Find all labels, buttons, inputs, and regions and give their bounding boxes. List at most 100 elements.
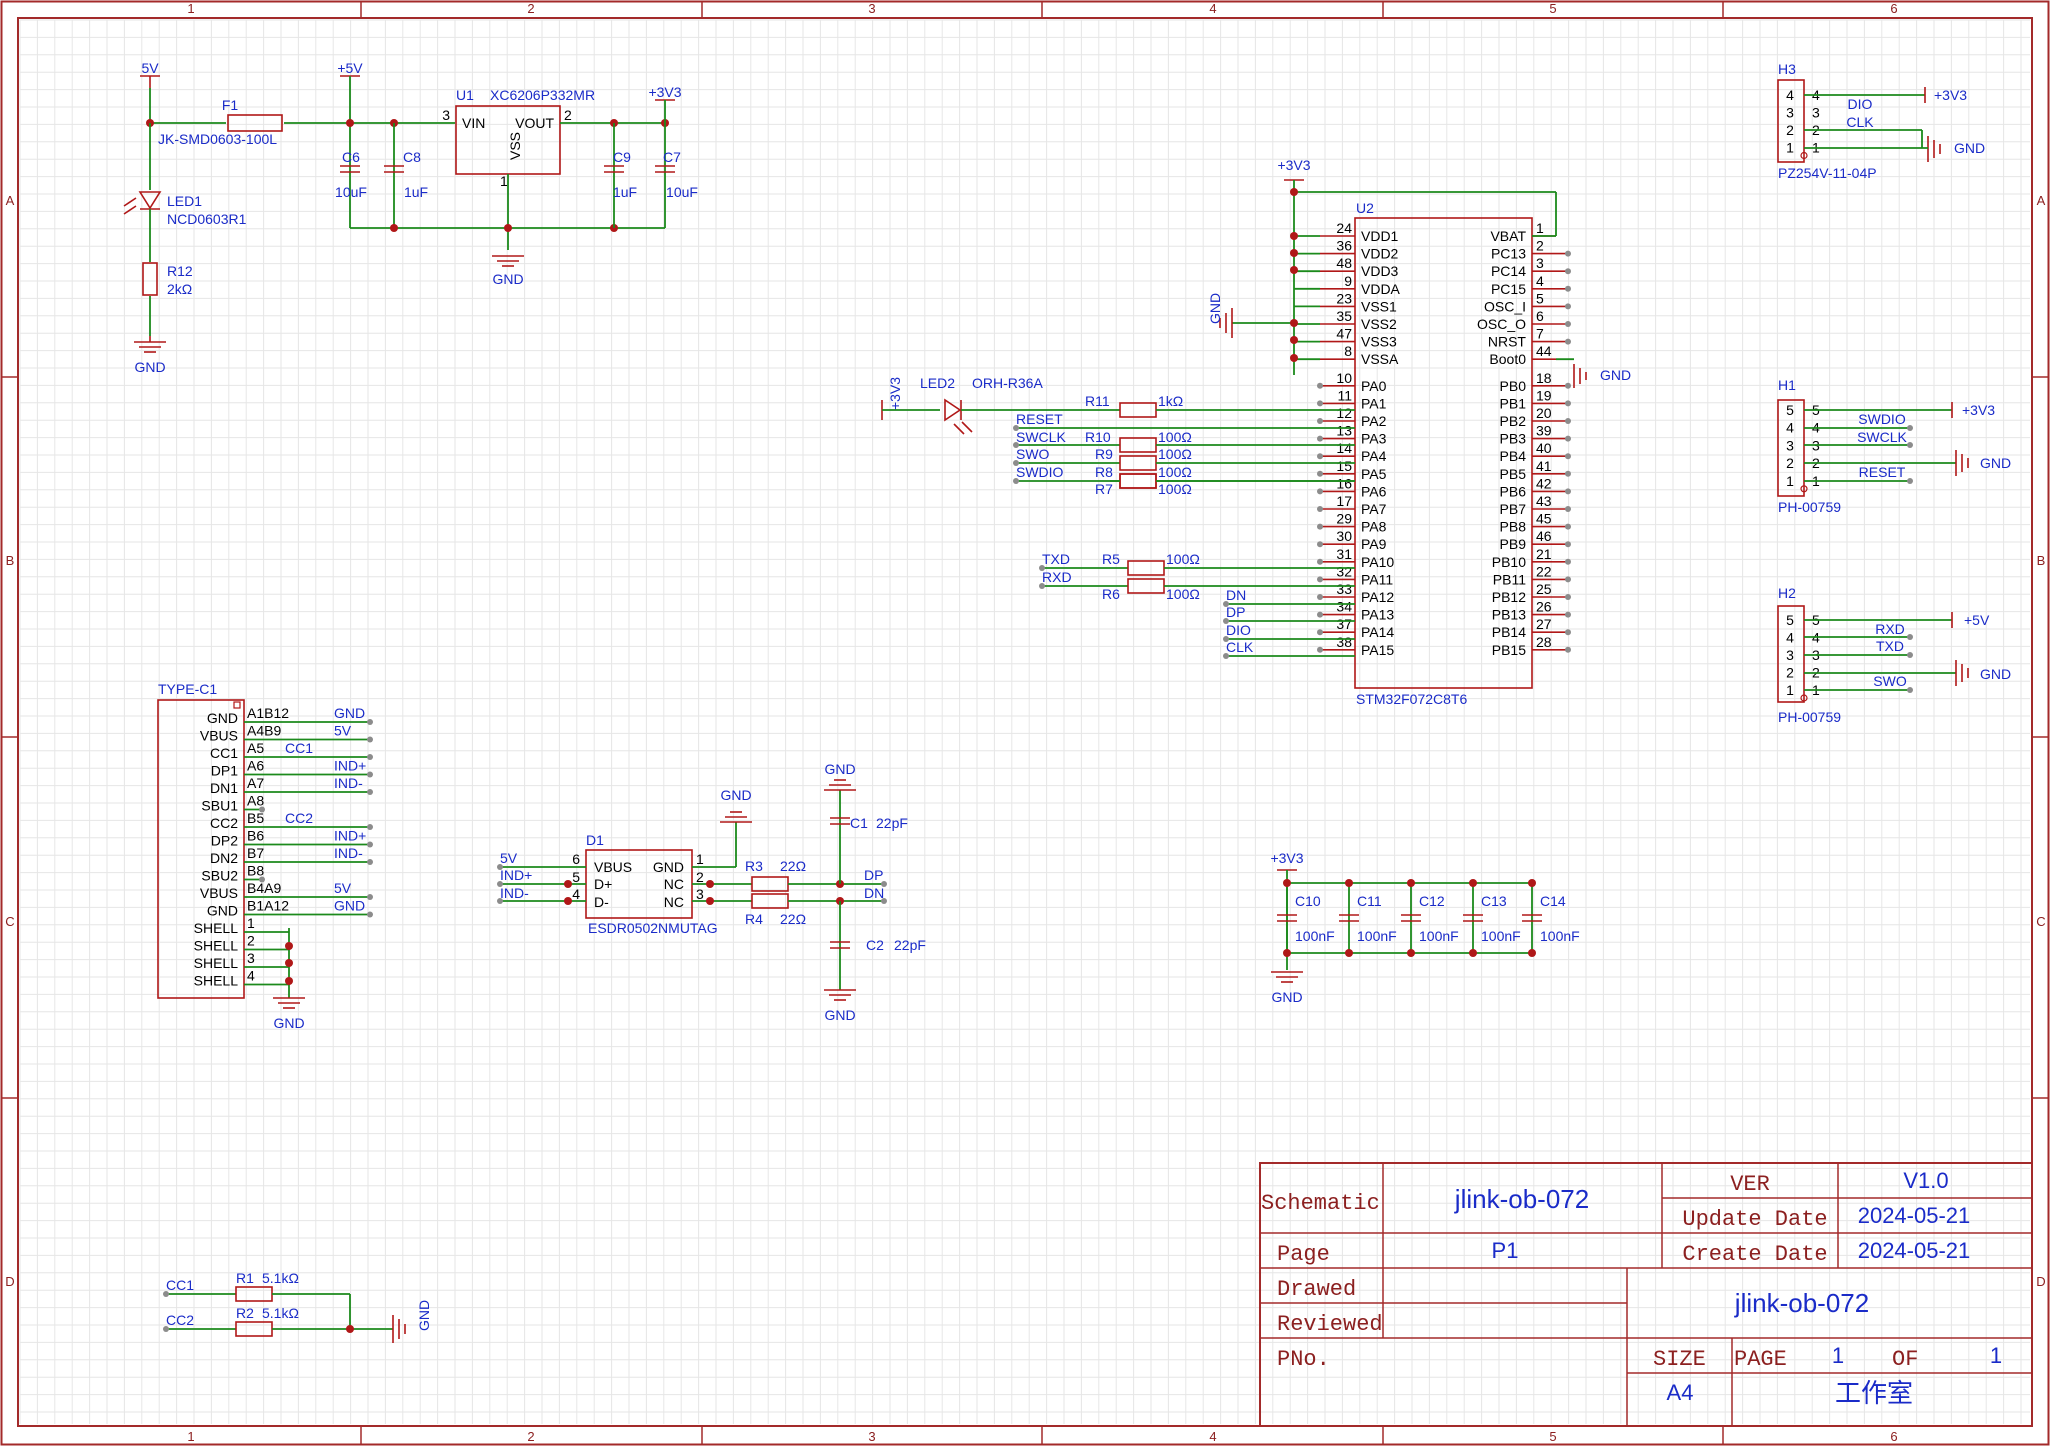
row-label: C [2036, 914, 2045, 929]
net-label: SWO [1873, 673, 1907, 689]
pin-end [367, 736, 373, 743]
row-label: B [2037, 553, 2046, 568]
mcu-pin-number: 16 [1336, 475, 1352, 491]
mcu-pin-number: 4 [1536, 273, 1544, 289]
header-pin-number: 4 [1786, 630, 1794, 646]
mcu-pin-name: VSSA [1361, 351, 1399, 367]
pin-end [367, 859, 373, 865]
pin-end [259, 876, 265, 883]
usb-pin-name: GND [207, 903, 238, 919]
net-label: IND+ [500, 867, 532, 883]
page-of-label: PAGE [1734, 1347, 1787, 1372]
header-pin-number: 4 [1786, 87, 1794, 103]
pin-end [1317, 453, 1323, 460]
power-section: 5V F1 JK-SMD0603-100L LED1 NCD0603R1 R12… [123, 60, 698, 375]
component-value: 10uF [666, 184, 698, 200]
pin-end [1317, 558, 1323, 565]
col-label: 1 [187, 1, 194, 16]
component-ref: C8 [403, 149, 421, 165]
pin-end [367, 824, 373, 830]
mcu-pin-number: 13 [1336, 423, 1352, 439]
gnd-label: GND [492, 271, 523, 287]
net-label: DP [1226, 604, 1245, 620]
pin-end [1565, 303, 1571, 310]
usb-pin-number: 2 [247, 933, 255, 949]
usb-pin-number: B1A12 [247, 898, 289, 914]
fuse [227, 114, 283, 132]
mcu-pin-name: PC14 [1491, 263, 1526, 279]
component-ref: F1 [222, 97, 239, 113]
mcu-pin-number: 48 [1336, 255, 1352, 271]
pin-end [1317, 594, 1323, 600]
component-value: 100Ω [1158, 429, 1192, 445]
mcu-pin-number: 7 [1536, 326, 1544, 342]
component-value: 1uF [404, 184, 428, 200]
mcu-pin-number: 43 [1536, 493, 1552, 509]
mcu-pin-number: 45 [1536, 511, 1552, 527]
col-label: 1 [187, 1429, 194, 1444]
header-pin-number: 3 [1786, 105, 1794, 121]
pin-number: 2 [564, 107, 572, 123]
pin-end [1317, 506, 1323, 512]
component-value: 100Ω [1158, 464, 1192, 480]
mcu-pin-name: VDD3 [1361, 263, 1399, 279]
component-ref: C14 [1540, 893, 1566, 909]
create-date-value: 2024-05-21 [1858, 1238, 1971, 1263]
gnd-label: GND [1954, 140, 1985, 156]
header-pin-number: 2 [1786, 665, 1794, 681]
gnd-label: GND [1207, 293, 1223, 324]
net-label: +3V3 [1270, 850, 1303, 866]
pin-end [1317, 418, 1323, 424]
decoupling-section: +3V3 C10100nFC11100nFC12100nFC13100nFC14… [1270, 850, 1579, 1005]
pin-end [1565, 321, 1571, 327]
mcu-pin-name: NRST [1488, 334, 1527, 350]
pin-end [367, 719, 373, 725]
component-value: PH-00759 [1778, 709, 1841, 725]
pin-end [1317, 611, 1323, 618]
mcu-pin-name: PC13 [1491, 246, 1526, 262]
header-pin-number: 1 [1786, 140, 1794, 156]
usb-pin-number: A4B9 [247, 723, 281, 739]
mcu-pin-name: VDDA [1361, 281, 1401, 297]
mcu-pin-number: 17 [1336, 493, 1352, 509]
pin-end [1565, 268, 1571, 275]
net-label: RESET [1859, 464, 1906, 480]
col-label: 2 [527, 1429, 534, 1444]
pin-end [1565, 488, 1571, 495]
header-pin-number: 5 [1786, 612, 1794, 628]
mcu-pin-name: PA3 [1361, 431, 1387, 447]
create-date-label: Create Date [1682, 1242, 1827, 1267]
project-name: jlink-ob-072 [1734, 1288, 1869, 1318]
mcu-pin-number: 38 [1336, 634, 1352, 650]
pin-name: NC [664, 876, 684, 892]
component-ref: C2 [866, 937, 884, 953]
mcu-pin-name: PB4 [1500, 448, 1527, 464]
mcu-pin-name: VSS2 [1361, 316, 1397, 332]
pin-end [1317, 400, 1323, 407]
resistor [142, 262, 158, 296]
title-block: Schematic jlink-ob-072 VER V1.0 Update D… [1259, 1162, 2033, 1427]
cc-section: CC1 CC2 R1 5.1kΩ R2 5.1kΩ GND [163, 1270, 432, 1343]
component-value: 100Ω [1158, 446, 1192, 462]
pin-number: 3 [696, 886, 704, 902]
component-value: XC6206P332MR [490, 87, 595, 103]
gnd-label: GND [416, 1300, 432, 1331]
net-label: CC1 [285, 740, 313, 756]
component-ref: C6 [342, 149, 360, 165]
col-label: 3 [868, 1, 875, 16]
gnd-symbol [824, 779, 856, 791]
mcu-pin-name: PA6 [1361, 483, 1387, 499]
net-label: +3V3 [648, 84, 681, 100]
component-ref: C9 [613, 149, 631, 165]
mcu-pin-name: VDD1 [1361, 228, 1399, 244]
row-label: A [2037, 193, 2046, 208]
mcu-pin-name: OSC_O [1477, 316, 1526, 332]
mcu-pin-name: PA10 [1361, 554, 1394, 570]
drawed-label: Drawed [1277, 1277, 1356, 1302]
pno-label: PNo. [1277, 1347, 1330, 1372]
mcu-pin-number: 12 [1336, 405, 1352, 421]
pin-end [1317, 488, 1323, 495]
component-ref: H1 [1778, 377, 1796, 393]
